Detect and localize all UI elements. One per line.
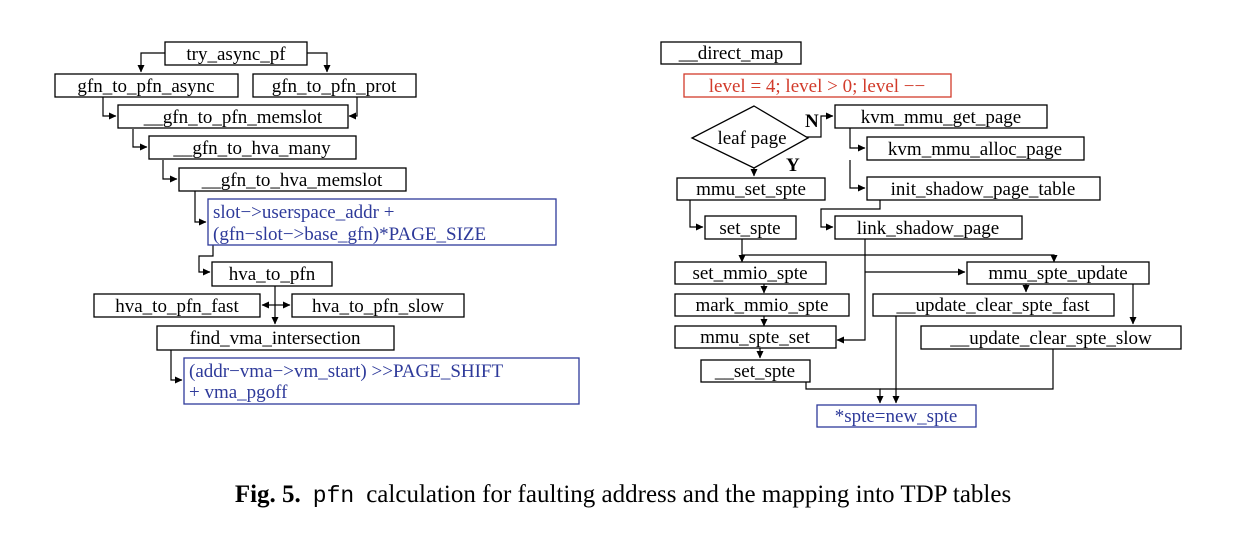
addr-offset-calc-line2: + vma_pgoff <box>189 382 288 403</box>
hva-to-pfn-fast-box <box>93 293 261 318</box>
gfn-to-hva-memslot-label: __gfn_to_hva_memslot <box>201 170 383 191</box>
kvm-mmu-get-page-label: kvm_mmu_get_page <box>861 107 1021 128</box>
mmu-set-spte-box <box>676 177 826 201</box>
mmu-spte-set-label: mmu_spte_set <box>700 327 810 348</box>
set-spte-label: set_spte <box>719 218 780 239</box>
right-flow: __direct_map level = 4; level > 0; level… <box>660 41 1182 428</box>
set-spte-inner-label: __set_spte <box>714 361 795 382</box>
spte-assign-label: *spte=new_spte <box>835 406 958 427</box>
level-loop-box <box>683 73 952 98</box>
try-async-pf-label: try_async_pf <box>186 44 286 65</box>
slot-address-calc-box <box>207 198 557 246</box>
mmu-spte-update-label: mmu_spte_update <box>988 263 1127 284</box>
gfn-to-hva-many-box <box>148 135 357 160</box>
find-vma-intersection-box <box>156 325 395 351</box>
left-flow: try_async_pf gfn_to_pfn_async gfn_to_pfn… <box>54 41 580 405</box>
mark-mmio-spte-label: mark_mmio_spte <box>696 295 829 316</box>
gfn-to-pfn-async-label: gfn_to_pfn_async <box>77 76 214 97</box>
caption-code: pfn <box>313 483 354 509</box>
direct-map-label: __direct_map <box>678 43 783 64</box>
leaf-page-label: leaf page <box>717 128 786 149</box>
mmu-spte-update-box <box>966 261 1150 285</box>
caption-text: calculation for faulting address and the… <box>366 481 1011 508</box>
set-mmio-spte-box <box>674 261 827 285</box>
update-clear-spte-fast-box <box>872 293 1115 317</box>
gfn-to-hva-memslot-box <box>178 167 407 192</box>
leaf-page-decision <box>690 105 810 169</box>
hva-to-pfn-fast-label: hva_to_pfn_fast <box>115 296 239 317</box>
gfn-to-pfn-memslot-box <box>117 104 349 129</box>
kvm-mmu-get-page-box <box>834 104 1048 129</box>
decision-yes-label: Y <box>786 155 800 176</box>
mmu-spte-set-box <box>674 325 837 349</box>
hva-to-pfn-box <box>211 261 333 287</box>
init-shadow-page-table-box <box>866 176 1101 201</box>
gfn-to-pfn-memslot-label: __gfn_to_pfn_memslot <box>143 107 323 128</box>
caption-label: Fig. 5. <box>235 481 301 508</box>
hva-to-pfn-slow-box <box>291 293 465 318</box>
mark-mmio-spte-box <box>674 293 850 317</box>
set-mmio-spte-label: set_mmio_spte <box>692 263 807 284</box>
figure-caption: Fig. 5. pfn calculation for faulting add… <box>235 481 1011 509</box>
gfn-to-hva-many-label: __gfn_to_hva_many <box>172 138 331 159</box>
spte-assign-box <box>816 404 977 428</box>
addr-offset-calc-line1: (addr−vma−>vm_start) >>PAGE_SHIFT <box>189 361 503 382</box>
set-spte-inner-box <box>700 359 811 383</box>
decision-no-label: N <box>805 111 819 132</box>
hva-to-pfn-slow-label: hva_to_pfn_slow <box>312 296 444 317</box>
direct-map-box <box>660 41 802 65</box>
try-async-pf-box <box>164 41 308 66</box>
update-clear-spte-slow-box <box>920 325 1182 350</box>
init-shadow-page-table-label: init_shadow_page_table <box>891 179 1076 200</box>
hva-to-pfn-label: hva_to_pfn <box>229 264 316 285</box>
gfn-to-pfn-prot-label: gfn_to_pfn_prot <box>272 76 397 97</box>
slot-address-calc-line1: slot−>userspace_addr + <box>213 202 394 223</box>
link-shadow-page-box <box>834 215 1023 240</box>
mmu-set-spte-label: mmu_set_spte <box>696 179 806 200</box>
addr-offset-calc-box <box>183 357 580 405</box>
kvm-mmu-alloc-page-label: kvm_mmu_alloc_page <box>888 139 1062 160</box>
gfn-to-pfn-async-box <box>54 73 239 98</box>
update-clear-spte-slow-label: __update_clear_spte_slow <box>949 328 1152 349</box>
find-vma-intersection-label: find_vma_intersection <box>190 328 361 349</box>
update-clear-spte-fast-label: __update_clear_spte_fast <box>895 295 1090 316</box>
gfn-to-pfn-prot-box <box>252 73 417 98</box>
slot-address-calc-line2: (gfn−slot−>base_gfn)*PAGE_SIZE <box>213 224 486 245</box>
level-loop-label: level = 4; level > 0; level −− <box>709 76 925 97</box>
set-spte-box <box>704 215 797 240</box>
kvm-mmu-alloc-page-box <box>866 136 1085 161</box>
link-shadow-page-label: link_shadow_page <box>857 218 999 239</box>
